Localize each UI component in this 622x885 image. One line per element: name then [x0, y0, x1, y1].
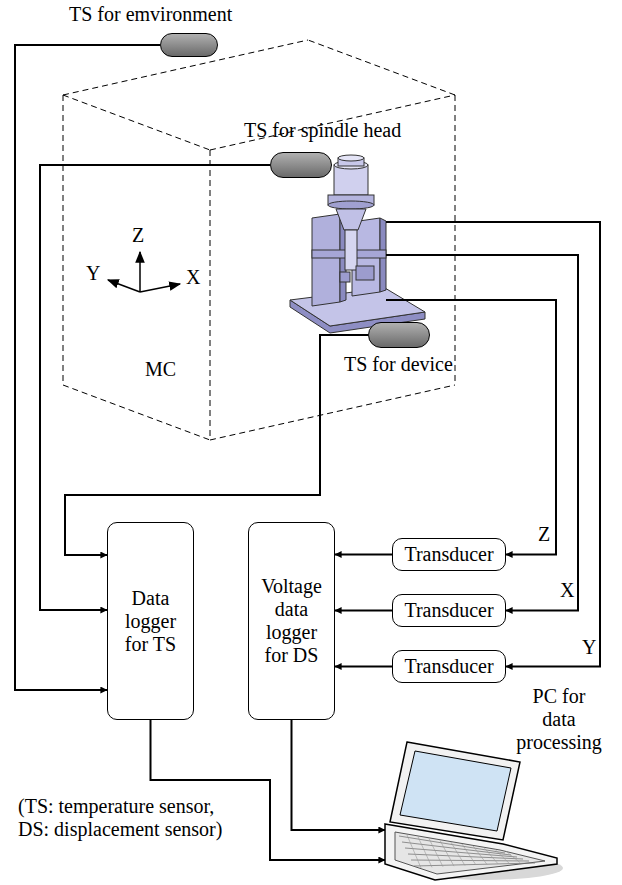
- cable-connector: [335, 610, 392, 612]
- box-label: Transducer: [404, 599, 493, 622]
- machine-enclosure: MC TS for spindle head TS for device: [63, 40, 455, 440]
- axis-label: Y: [86, 262, 100, 285]
- shape-heading: TS for device: [344, 353, 453, 376]
- dashed-cube: [63, 40, 455, 440]
- data-logger-box: Data logger for TS: [107, 522, 194, 720]
- axis-label: Z: [132, 224, 144, 247]
- cable-connector: [335, 666, 392, 668]
- sensor-wire: [386, 222, 600, 667]
- box-label: Data logger for TS: [112, 587, 189, 656]
- transducer-box: Transducer: [392, 594, 506, 627]
- shape-heading: TS for emvironment: [69, 3, 232, 26]
- box-label: Transducer: [404, 655, 493, 678]
- note: (TS: temperature sensor, DS: displacemen…: [18, 795, 238, 841]
- shape-heading: TS for spindle head: [244, 119, 401, 142]
- laptop-icon: [385, 740, 560, 880]
- shape-heading: MC: [145, 358, 176, 381]
- temperature-sensor: TS for spindle head: [270, 152, 332, 178]
- temperature-sensor: TS for device: [368, 322, 430, 348]
- axis-label: X: [186, 266, 200, 289]
- temperature-sensor: TS for emvironment: [160, 33, 218, 57]
- spindle-device: [290, 155, 425, 333]
- shape-heading: PC for data processing: [515, 685, 603, 754]
- axis-tag: Y: [582, 636, 596, 659]
- axis-tag: Z: [538, 523, 550, 546]
- axis-triad: [108, 252, 180, 292]
- cable-connector: [335, 554, 392, 556]
- laptop-pc: PC for data processing: [385, 740, 560, 880]
- cable-connector: [292, 720, 386, 830]
- box-label: Voltage data logger for DS: [253, 575, 330, 667]
- box-label: Transducer: [404, 543, 493, 566]
- axis-tag: X: [560, 579, 574, 602]
- transducer-box: Transducer: [392, 650, 506, 683]
- sensor-wire: [386, 255, 578, 611]
- transducer-box: Transducer: [392, 538, 506, 571]
- data-logger-box: Voltage data logger for DS: [248, 522, 335, 720]
